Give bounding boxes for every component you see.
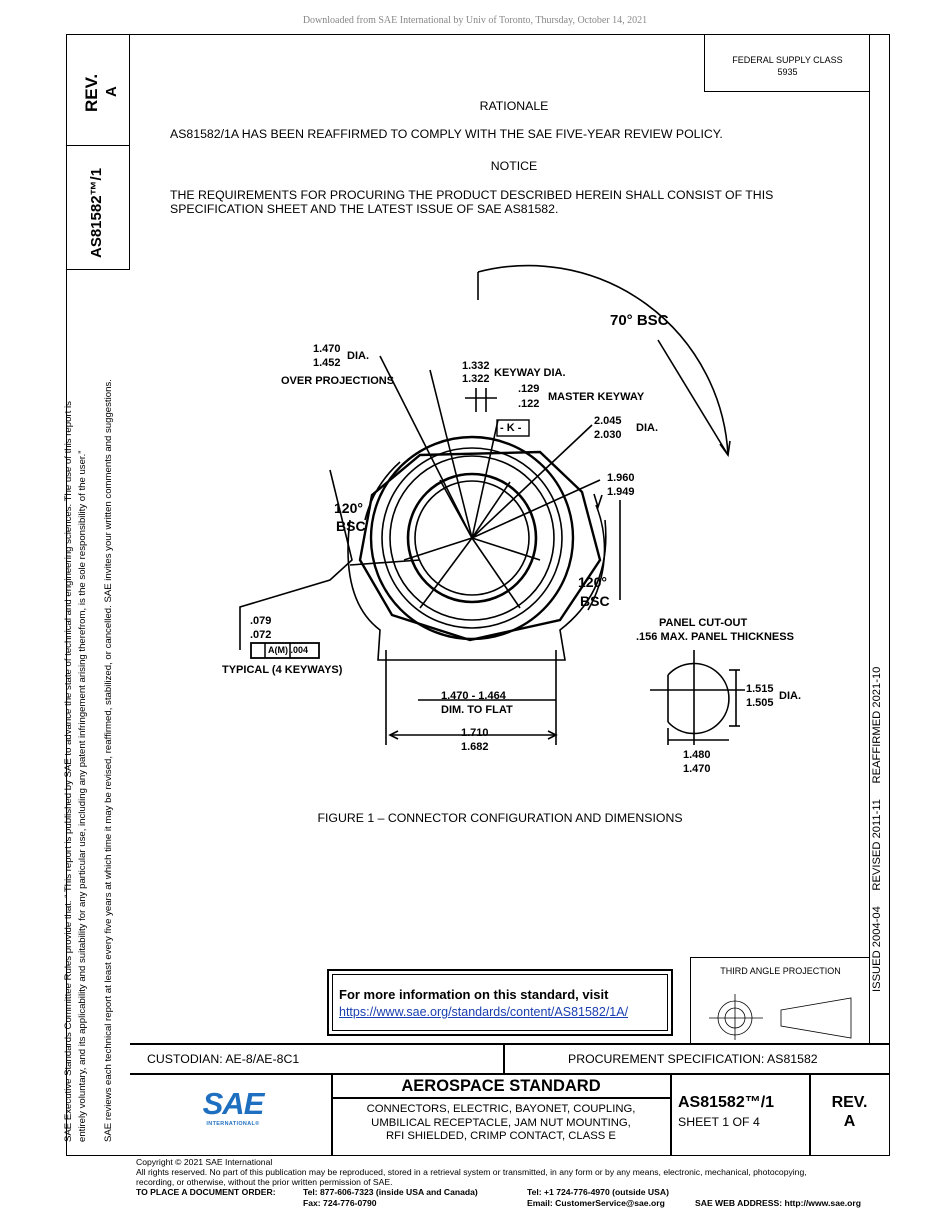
tel-usa: Tel: 877-606-7323 (inside USA and Canada… <box>303 1187 478 1197</box>
label-keyway-b: 1.322 <box>462 373 490 385</box>
footer: Copyright © 2021 SAE International All r… <box>136 1157 896 1187</box>
sidebar-rev-box <box>66 34 130 146</box>
notice-heading: NOTICE <box>490 159 538 173</box>
label-120-right-b: BSC <box>580 593 610 609</box>
label-dia-over-word: DIA. <box>347 350 369 362</box>
order-label: TO PLACE A DOCUMENT ORDER: <box>136 1187 276 1197</box>
fax: Fax: 724-776-0790 <box>303 1198 377 1208</box>
rationale-heading: RATIONALE <box>479 99 549 113</box>
label-dia-over-b: 1.452 <box>313 357 341 369</box>
standard-description: CONNECTORS, ELECTRIC, BAYONET, COUPLING,… <box>331 1103 671 1144</box>
label-typical: TYPICAL (4 KEYWAYS) <box>222 664 343 676</box>
label-120-left-a: 120° <box>334 500 363 516</box>
label-panel-cutout: PANEL CUT-OUT <box>659 617 748 629</box>
rights-line-1: All rights reserved. No part of this pub… <box>136 1167 807 1177</box>
federal-supply-label: FEDERAL SUPPLY CLASS <box>732 55 843 65</box>
label-over-projections: OVER PROJECTIONS <box>281 375 395 387</box>
sae-logo-mark: SAE <box>202 1086 265 1121</box>
label-master-b: .122 <box>518 398 540 410</box>
title-doc-number: AS81582™/1 <box>678 1094 775 1111</box>
title-rev-value: A <box>843 1113 856 1130</box>
label-dim-to-flat: DIM. TO FLAT <box>441 704 513 716</box>
rights-line-2: recording, or otherwise, without the pri… <box>136 1177 393 1187</box>
connector-drawing <box>239 264 745 745</box>
label-outer-a: 2.045 <box>594 415 622 427</box>
label-inner-a: 1.960 <box>607 472 635 484</box>
label-master-keyway: MASTER KEYWAY <box>548 391 645 403</box>
label-cut-dia-b: 1.505 <box>746 697 774 709</box>
label-datum-k: - K - <box>500 422 522 434</box>
sidebar-docnum-box <box>66 146 130 270</box>
third-angle-projection-box: THIRD ANGLE PROJECTION <box>690 957 870 1043</box>
label-panel-thickness: .156 MAX. PANEL THICKNESS <box>636 631 794 643</box>
label-tolerance-frame: A(M) .004 <box>268 645 309 655</box>
more-info-box: For more information on this standard, v… <box>327 969 673 1036</box>
rationale-text: AS81582/1A HAS BEEN REAFFIRMED TO COMPLY… <box>170 127 723 141</box>
label-key-b: .072 <box>250 629 272 641</box>
third-angle-label: THIRD ANGLE PROJECTION <box>720 966 841 976</box>
label-dia-over-a: 1.470 <box>313 343 341 355</box>
label-outer-b: 2.030 <box>594 429 622 441</box>
label-cut-flat-a: 1.480 <box>683 749 711 761</box>
label-key-a: .079 <box>250 615 272 627</box>
federal-supply-class: FEDERAL SUPPLY CLASS 5935 <box>704 34 870 92</box>
tel-outside: Tel: +1 724-776-4970 (outside USA) <box>527 1187 669 1197</box>
title-divider <box>670 1073 672 1156</box>
label-70-bsc: 70° BSC <box>610 312 669 329</box>
title-block-top-line <box>130 1043 890 1045</box>
projection-symbol <box>709 994 852 1040</box>
web-address[interactable]: SAE WEB ADDRESS: http://www.sae.org <box>695 1198 861 1208</box>
standard-heading: AEROSPACE STANDARD <box>401 1077 601 1095</box>
logo-divider <box>331 1073 333 1156</box>
label-120-left-b: BSC <box>336 518 366 534</box>
procurement-spec: PROCUREMENT SPECIFICATION: AS81582 <box>568 1052 818 1066</box>
label-cut-dia-word: DIA. <box>779 690 801 702</box>
label-outer-dia: DIA. <box>636 422 658 434</box>
copyright: Copyright © 2021 SAE International <box>136 1157 273 1167</box>
sheet-number: SHEET 1 OF 4 <box>678 1115 760 1129</box>
label-master-a: .129 <box>518 383 540 395</box>
sae-logo-sub: INTERNATIONAL® <box>206 1121 260 1127</box>
more-info-link[interactable]: https://www.sae.org/standards/content/AS… <box>339 1005 629 1019</box>
label-keyway-a: 1.332 <box>462 360 490 372</box>
label-cut-flat-b: 1.470 <box>683 763 711 775</box>
label-flat-range: 1.470 - 1.464 <box>441 690 506 702</box>
email[interactable]: Email: CustomerService@sae.org <box>527 1198 665 1208</box>
label-120-right-a: 120° <box>578 574 607 590</box>
download-note: Downloaded from SAE International by Uni… <box>302 15 648 26</box>
federal-supply-value: 5935 <box>777 67 798 77</box>
custodian-divider <box>503 1043 505 1073</box>
label-cut-dia-a: 1.515 <box>746 683 774 695</box>
label-inner-b: 1.949 <box>607 486 635 498</box>
title-block-mid-line <box>130 1073 890 1075</box>
heading-underline <box>331 1097 671 1099</box>
custodian: CUSTODIAN: AE-8/AE-8C1 <box>147 1052 300 1066</box>
label-keyway-dia: KEYWAY DIA. <box>494 367 566 379</box>
description-line-2: UMBILICAL RECEPTACLE, JAM NUT MOUNTING, <box>371 1116 631 1129</box>
sae-logo: SAE INTERNATIONAL® <box>198 1086 268 1127</box>
title-rev-label: REV. <box>831 1094 868 1111</box>
page-frame <box>66 34 890 1156</box>
more-info-text: For more information on this standard, v… <box>339 987 609 1002</box>
figure-caption: FIGURE 1 – CONNECTOR CONFIGURATION AND D… <box>317 811 683 825</box>
rev-divider <box>809 1073 811 1156</box>
description-line-3: RFI SHIELDED, CRIMP CONTACT, CLASS E <box>386 1130 616 1142</box>
notice-line-1: THE REQUIREMENTS FOR PROCURING THE PRODU… <box>170 188 774 202</box>
label-width-a: 1.710 <box>461 727 489 739</box>
notice-line-2: SPECIFICATION SHEET AND THE LATEST ISSUE… <box>170 202 559 216</box>
history-strip <box>869 34 890 1043</box>
description-line-1: CONNECTORS, ELECTRIC, BAYONET, COUPLING, <box>366 1103 636 1115</box>
figure-labels: 70° BSC 1.470 1.452 DIA. OVER PROJECTION… <box>222 312 801 775</box>
label-width-b: 1.682 <box>461 741 489 753</box>
